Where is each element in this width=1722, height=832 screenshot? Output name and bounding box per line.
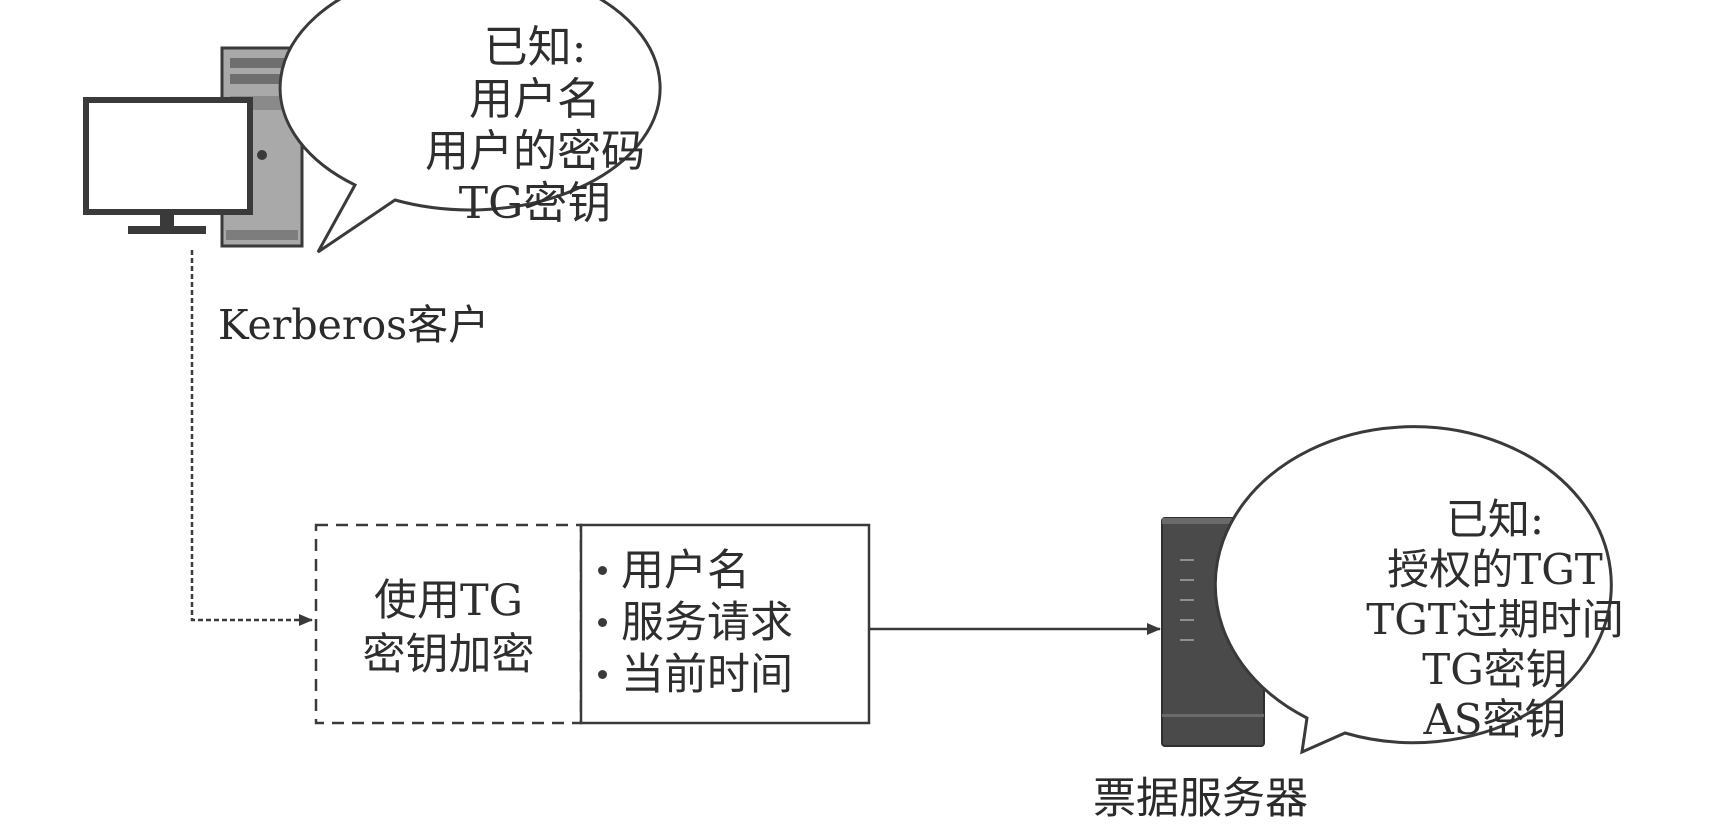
client-known-username: 用户名 xyxy=(469,74,601,125)
client-computer-icon xyxy=(83,46,304,248)
client-to-message-connector xyxy=(190,250,313,626)
bullet-icon xyxy=(598,565,607,575)
message-item-username: 用户名 xyxy=(621,546,750,596)
server-known-tg-key: TG密钥 xyxy=(1422,645,1568,694)
message-item-service-request: 服务请求 xyxy=(621,598,793,648)
encryption-label-line1: 使用TG xyxy=(373,576,524,626)
server-known-info: 已知: 授权的TGT TGT过期时间 TG密钥 AS密钥 xyxy=(1330,495,1660,745)
client-known-heading: 已知: xyxy=(483,22,587,73)
list-item: 用户名 xyxy=(598,545,793,597)
message-content-box xyxy=(579,523,871,725)
client-known-password: 用户的密码 xyxy=(425,126,645,177)
bullet-icon xyxy=(598,617,607,627)
client-known-tg-key: TG密钥 xyxy=(458,178,612,229)
encryption-label: 使用TG 密钥加密 xyxy=(316,574,581,682)
server-known-heading: 已知: xyxy=(1445,495,1545,544)
server-known-tgt-expiry: TGT过期时间 xyxy=(1366,595,1624,644)
client-label: Kerberos客户 xyxy=(218,301,490,349)
message-item-current-time: 当前时间 xyxy=(621,650,793,700)
encryption-label-line2: 密钥加密 xyxy=(362,630,535,680)
server-speech-bubble xyxy=(1213,425,1613,755)
server-known-tgt: 授权的TGT xyxy=(1387,545,1603,594)
list-item: 当前时间 xyxy=(598,649,793,701)
message-items: 用户名 服务请求 当前时间 xyxy=(598,545,793,701)
bullet-icon xyxy=(598,669,607,679)
client-known-info: 已知: 用户名 用户的密码 TG密钥 xyxy=(385,22,685,230)
ticket-server-label: 票据服务器 xyxy=(1093,774,1308,824)
client-speech-bubble xyxy=(278,0,662,254)
server-known-as-key: AS密钥 xyxy=(1423,695,1567,744)
list-item: 服务请求 xyxy=(598,597,793,649)
